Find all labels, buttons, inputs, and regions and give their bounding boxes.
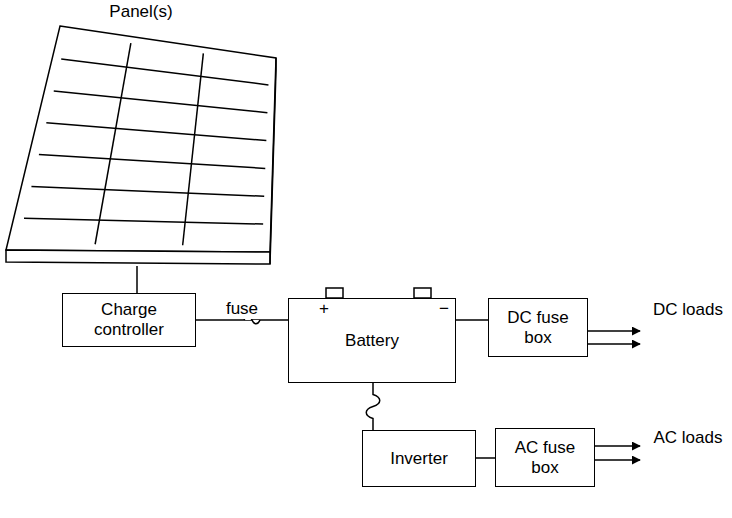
battery-terminals [326, 288, 431, 298]
fuse-box: AC fuse box [495, 428, 595, 487]
terminal-sign: + [319, 299, 329, 319]
node-label: Charge controller [73, 300, 185, 339]
edge-label: fuse [224, 300, 260, 319]
terminal-sign: − [439, 299, 449, 319]
wire [136, 266, 138, 293]
wire [196, 319, 288, 321]
charge-controller-box: Charge controller [62, 293, 196, 347]
wire [476, 457, 495, 459]
load-label: AC loads [650, 428, 726, 448]
inverter-box: Inverter [362, 430, 476, 487]
fuse-box: DC fuse box [488, 298, 588, 357]
wire [456, 319, 488, 321]
load-arrows [588, 331, 640, 460]
fused-wire [366, 383, 380, 430]
node-label: AC fuse box [506, 438, 584, 477]
solar-panel-node: Panel(s) [4, 2, 278, 266]
node-label: DC fuse box [499, 308, 577, 347]
node-label: Battery [345, 331, 399, 351]
load-label: DC loads [650, 300, 726, 320]
battery-box: + − Battery [288, 298, 456, 383]
node-label: Inverter [390, 449, 448, 469]
node-label: Panel(s) [109, 2, 172, 22]
solar-panel [6, 26, 276, 264]
